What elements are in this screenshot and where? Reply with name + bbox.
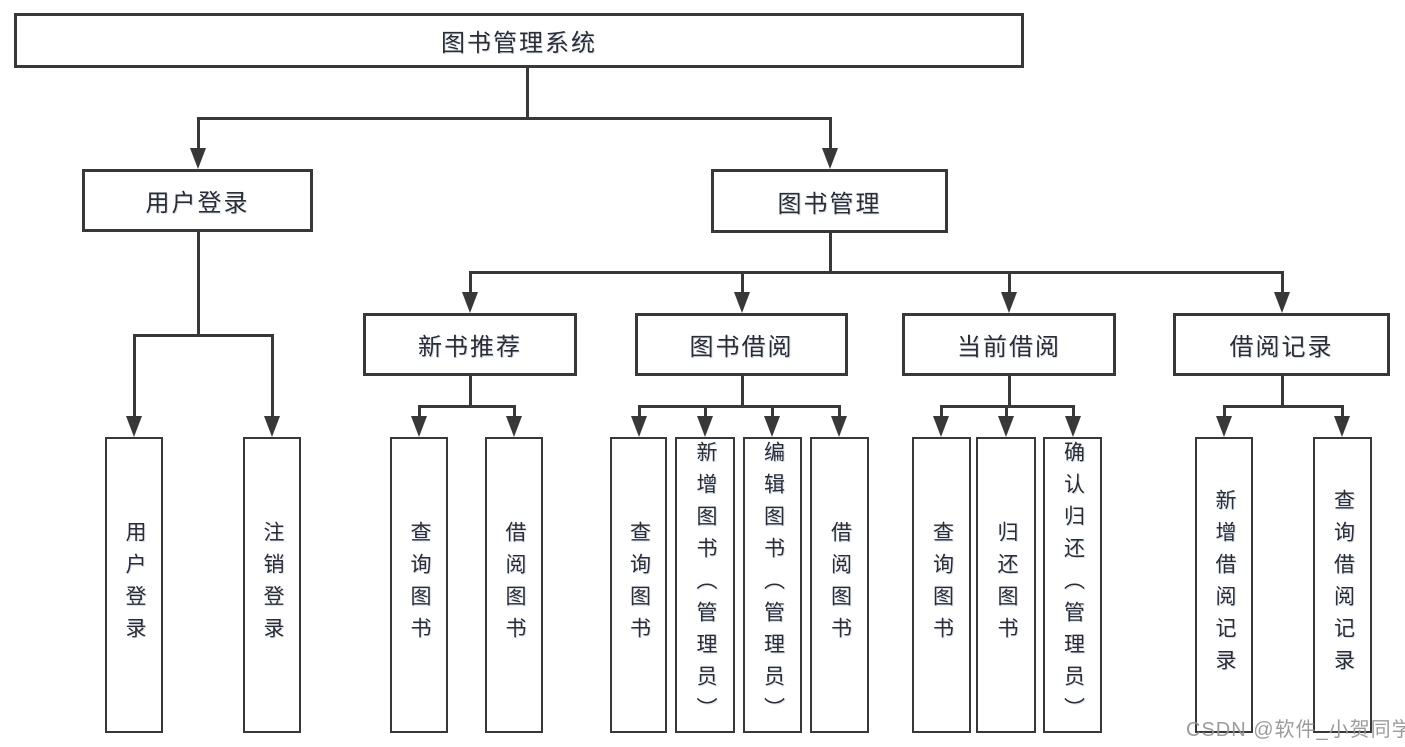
edge-line <box>1007 375 1011 406</box>
node-root: 图书管理系统 <box>14 13 1024 68</box>
edge-line <box>525 68 529 118</box>
arrowhead-down-icon <box>631 416 647 437</box>
edge-line <box>1222 406 1226 416</box>
edge-line <box>828 118 832 148</box>
arrowhead-down-icon <box>190 148 206 169</box>
edge-line <box>1004 406 1008 416</box>
node-current-borrow: 当前借阅 <box>902 313 1116 376</box>
edge-line <box>837 406 841 416</box>
edge-line <box>417 404 516 408</box>
arrowhead-down-icon <box>1216 416 1232 437</box>
edge-line <box>468 272 472 292</box>
node-leaf-confirm-return: 确认归还（管理员） <box>1043 437 1102 733</box>
edge-line <box>1222 404 1344 408</box>
node-book-mgmt: 图书管理 <box>711 169 948 233</box>
node-book-borrow: 图书借阅 <box>635 313 848 376</box>
edge-line <box>417 406 421 416</box>
node-leaf-return-books: 归还图书 <box>976 437 1036 733</box>
edge-line <box>196 116 832 120</box>
node-user-login: 用户登录 <box>82 169 313 232</box>
edge-line <box>703 406 707 416</box>
edge-line <box>740 272 744 292</box>
edge-line <box>637 406 641 416</box>
arrowhead-down-icon <box>1065 416 1081 437</box>
node-leaf-borrow-books-rec: 借阅图书 <box>485 437 543 733</box>
arrowhead-down-icon <box>1274 292 1290 313</box>
edge-line <box>939 406 943 416</box>
arrowhead-down-icon <box>998 416 1014 437</box>
node-leaf-query-books-borrow: 查询图书 <box>610 437 667 733</box>
arrowhead-down-icon <box>1001 292 1017 313</box>
edge-line <box>196 118 200 148</box>
arrowhead-down-icon <box>462 292 478 313</box>
arrowhead-down-icon <box>1334 416 1350 437</box>
watermark: CSDN @软件_小贺同学 <box>1186 719 1405 741</box>
node-leaf-add-books: 新增图书（管理员） <box>675 437 735 733</box>
edge-line <box>1280 272 1284 292</box>
node-leaf-edit-books: 编辑图书（管理员） <box>743 437 802 733</box>
edge-line <box>196 232 200 335</box>
edge-line <box>637 404 841 408</box>
edge-line <box>512 406 516 416</box>
node-new-book-rec: 新书推荐 <box>363 313 577 376</box>
edge-line <box>1007 272 1011 292</box>
node-leaf-query-books-rec: 查询图书 <box>390 437 448 733</box>
arrowhead-down-icon <box>933 416 949 437</box>
edge-line <box>468 270 1284 274</box>
edge-line <box>828 233 832 272</box>
edge-line <box>770 406 774 416</box>
edge-line <box>132 333 274 337</box>
arrowhead-down-icon <box>506 416 522 437</box>
node-leaf-logout: 注销登录 <box>243 437 301 733</box>
edge-line <box>1280 375 1284 406</box>
arrowhead-down-icon <box>822 148 838 169</box>
arrowhead-down-icon <box>264 416 280 437</box>
edge-line <box>468 375 472 406</box>
edge-line <box>132 335 136 416</box>
arrowhead-down-icon <box>831 416 847 437</box>
node-leaf-query-borrow-rec: 查询借阅记录 <box>1313 437 1372 733</box>
node-borrow-records: 借阅记录 <box>1173 313 1390 376</box>
edge-line <box>740 375 744 406</box>
node-leaf-query-books-cur: 查询图书 <box>912 437 971 733</box>
node-leaf-borrow-books: 借阅图书 <box>810 437 869 733</box>
edge-line <box>270 335 274 416</box>
node-leaf-user-login: 用户登录 <box>105 437 163 733</box>
arrowhead-down-icon <box>697 416 713 437</box>
node-leaf-add-borrow-rec: 新增借阅记录 <box>1195 437 1253 733</box>
edge-line <box>1071 406 1075 416</box>
arrowhead-down-icon <box>734 292 750 313</box>
arrowhead-down-icon <box>126 416 142 437</box>
arrowhead-down-icon <box>411 416 427 437</box>
arrowhead-down-icon <box>764 416 780 437</box>
edge-line <box>1340 406 1344 416</box>
